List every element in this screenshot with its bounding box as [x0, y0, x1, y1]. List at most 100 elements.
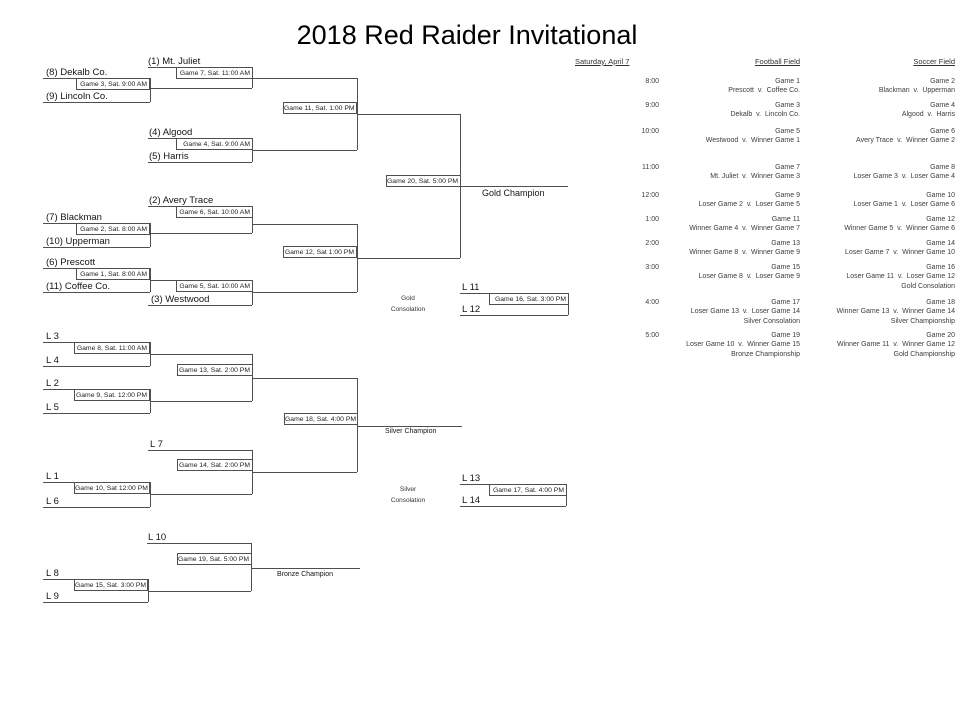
- team-slot-lincoln: (9) Lincoln Co.: [46, 91, 108, 102]
- bracket-line: [357, 114, 460, 115]
- bracket-connector: [252, 206, 253, 233]
- loser-slot-l4: L 4: [46, 355, 59, 366]
- team-slot-harris: (5) Harris: [149, 151, 189, 162]
- bracket-line: [252, 224, 357, 225]
- game-label-17: Game 17, Sat. 4:00 PM: [489, 484, 567, 496]
- soccer-cell: Game 6 Avery Trace v. Winner Game 2: [805, 127, 955, 146]
- bracket-connector: [252, 280, 253, 305]
- game-label-12: Game 12, Sat 1:00 PM: [283, 246, 357, 258]
- bracket-line: [460, 506, 566, 507]
- bracket-line: [150, 494, 252, 495]
- team-slot-prescott: (6) Prescott: [46, 257, 96, 268]
- game-matchup: Loser Game 1 v. Loser Game 6: [853, 201, 955, 209]
- bracket-line: [43, 247, 150, 248]
- team-slot-westwood: (3) Westwood: [151, 294, 210, 305]
- soccer-cell: Game 20 Winner Game 11 v. Winner Game 12…: [805, 331, 955, 359]
- schedule-row: 10:00 Game 5 Westwood v. Winner Game 1 G…: [575, 127, 957, 157]
- game-matchup: Loser Game 13 v. Loser Game 14: [690, 308, 800, 316]
- soccer-cell: Game 12 Winner Game 5 v. Winner Game 6: [805, 215, 955, 234]
- game-number: Game 9: [775, 192, 800, 199]
- game-label-19: Game 19, Sat. 5:00 PM: [177, 553, 252, 565]
- schedule-time: 11:00: [642, 164, 659, 171]
- game-label-6: Game 6, Sat. 10:00 AM: [176, 206, 253, 218]
- bracket-line: [357, 258, 460, 259]
- game-label-15: Game 15, Sat. 3:00 PM: [74, 579, 148, 591]
- bracket-connector: [150, 482, 151, 507]
- football-cell: Game 9 Loser Game 2 v. Loser Game 5: [660, 191, 800, 210]
- football-cell: Game 1 Prescott v. Coffee Co.: [660, 77, 800, 96]
- loser-slot-l3: L 3: [46, 331, 59, 342]
- game-number: Game 5: [775, 128, 800, 135]
- game-label-8: Game 8, Sat. 11:00 AM: [74, 342, 150, 354]
- football-field-header: Football Field: [754, 57, 800, 66]
- game-number: Game 14: [926, 240, 955, 247]
- game-label-16: Game 16, Sat. 3:00 PM: [489, 293, 569, 305]
- silver-champion-label: Silver Champion: [385, 428, 437, 435]
- soccer-cell: Game 8 Loser Game 3 v. Loser Game 4: [805, 163, 955, 182]
- bracket-connector: [357, 78, 358, 150]
- schedule-row: 3:00 Game 15 Loser Game 8 v. Loser Game …: [575, 263, 957, 293]
- bracket-connector: [252, 138, 253, 162]
- game-number: Game 6: [930, 128, 955, 135]
- game-number: Game 11: [771, 216, 800, 223]
- gold-champion-label: Gold Champion: [482, 188, 545, 198]
- bracket-line: [252, 78, 357, 79]
- game-label-4: Game 4, Sat. 9:00 AM: [176, 138, 253, 150]
- football-cell: Game 15 Loser Game 8 v. Loser Game 9: [660, 263, 800, 282]
- schedule-time: 9:00: [645, 102, 659, 109]
- game-number: Game 18: [926, 299, 955, 306]
- game-label-2: Game 2, Sat. 8:00 AM: [76, 223, 150, 235]
- silver-consolation-line2: Consolation: [390, 496, 426, 504]
- loser-slot-l12: L 12: [462, 304, 481, 315]
- bracket-line: [147, 543, 251, 544]
- bracket-line: [150, 88, 252, 89]
- game-matchup: Algood v. Harris: [901, 111, 955, 119]
- game-label-14: Game 14, Sat. 2:00 PM: [177, 459, 253, 471]
- game-number: Game 13: [771, 240, 800, 247]
- game-matchup: Loser Game 7 v. Winner Game 10: [845, 249, 955, 257]
- game-matchup: Loser Game 11 v. Loser Game 12: [846, 273, 955, 281]
- team-slot-mt-juliet: (1) Mt. Juliet: [148, 56, 201, 67]
- football-cell: Game 19 Loser Game 10 v. Winner Game 15 …: [660, 331, 800, 359]
- schedule-time: 4:00: [645, 299, 659, 306]
- bracket-connector: [150, 342, 151, 366]
- gold-consolation-line1: Gold: [401, 295, 415, 302]
- game-matchup: Winner Game 11 v. Winner Game 12: [836, 341, 955, 349]
- bracket-line: [252, 472, 357, 473]
- schedule-row: 12:00 Game 9 Loser Game 2 v. Loser Game …: [575, 191, 957, 221]
- game-label-10: Game 10, Sat 12:00 PM: [74, 482, 150, 494]
- game-number: Game 1: [775, 78, 800, 85]
- team-slot-upperman: (10) Upperman: [46, 236, 110, 247]
- game-note: Gold Championship: [893, 350, 955, 358]
- soccer-cell: Game 18 Winner Game 13 v. Winner Game 14…: [805, 298, 955, 326]
- game-number: Game 3: [775, 102, 800, 109]
- schedule-time: 5:00: [645, 332, 659, 339]
- loser-slot-l9: L 9: [46, 591, 59, 602]
- soccer-cell: Game 2 Blackman v. Upperman: [805, 77, 955, 96]
- silver-consolation-line1: Silver: [399, 486, 417, 493]
- game-label-20: Game 20, Sat. 5:00 PM: [386, 175, 461, 187]
- schedule-row: 2:00 Game 13 Winner Game 8 v. Winner Gam…: [575, 239, 957, 269]
- game-matchup: Loser Game 2 v. Loser Game 5: [698, 201, 800, 209]
- game-number: Game 15: [771, 264, 800, 271]
- gold-consolation-label: Gold Consolation: [384, 294, 432, 315]
- schedule-time: 12:00: [641, 192, 659, 199]
- game-number: Game 7: [775, 164, 800, 171]
- bracket-line: [150, 354, 252, 355]
- loser-slot-l11: L 11: [462, 282, 480, 293]
- gold-consolation-line2: Consolation: [390, 305, 426, 313]
- team-slot-coffee: (11) Coffee Co.: [46, 281, 111, 292]
- silver-consolation-label: Silver Consolation: [384, 485, 432, 506]
- football-cell: Game 13 Winner Game 8 v. Winner Game 9: [660, 239, 800, 258]
- game-note: Bronze Championship: [731, 350, 800, 358]
- game-label-9: Game 9, Sat. 12:00 PM: [74, 389, 150, 401]
- game-matchup: Loser Game 10 v. Winner Game 15: [686, 341, 800, 349]
- game-number: Game 8: [930, 164, 955, 171]
- schedule-row: 4:00 Game 17 Loser Game 13 v. Loser Game…: [575, 298, 957, 328]
- bracket-line: [148, 450, 252, 451]
- page-title: 2018 Red Raider Invitational: [296, 20, 638, 50]
- bracket-line: [43, 507, 150, 508]
- bracket-line: [460, 315, 568, 316]
- team-slot-algood: (4) Algood: [149, 127, 193, 138]
- bracket-line: [252, 292, 357, 293]
